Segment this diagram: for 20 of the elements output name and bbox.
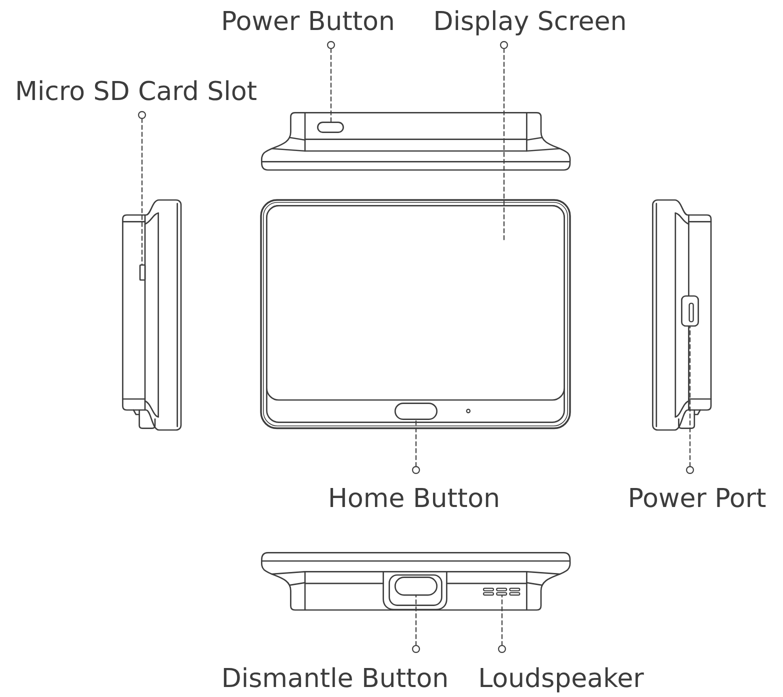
card-slot <box>139 264 146 281</box>
part-label: Home Button <box>330 488 498 508</box>
part-label: Dismantle Button <box>224 667 446 688</box>
speaker-grille <box>482 588 520 596</box>
release-button <box>394 576 438 596</box>
part-label: Power Button <box>224 11 393 30</box>
leader-line <box>138 111 146 266</box>
part-label: Loudspeaker <box>480 667 644 692</box>
part-label: Micro SD Card Slot <box>18 80 256 100</box>
side-button <box>317 122 344 133</box>
leader-line <box>327 41 335 123</box>
part-label: Power Port <box>630 488 766 508</box>
leader-line <box>412 418 420 474</box>
leader-line <box>686 325 694 474</box>
leader-line <box>412 594 420 653</box>
part-label: Display Screen <box>436 10 625 36</box>
front-button <box>394 402 438 420</box>
leader-line <box>498 594 506 653</box>
screen <box>266 205 565 401</box>
charging-port <box>681 295 699 327</box>
